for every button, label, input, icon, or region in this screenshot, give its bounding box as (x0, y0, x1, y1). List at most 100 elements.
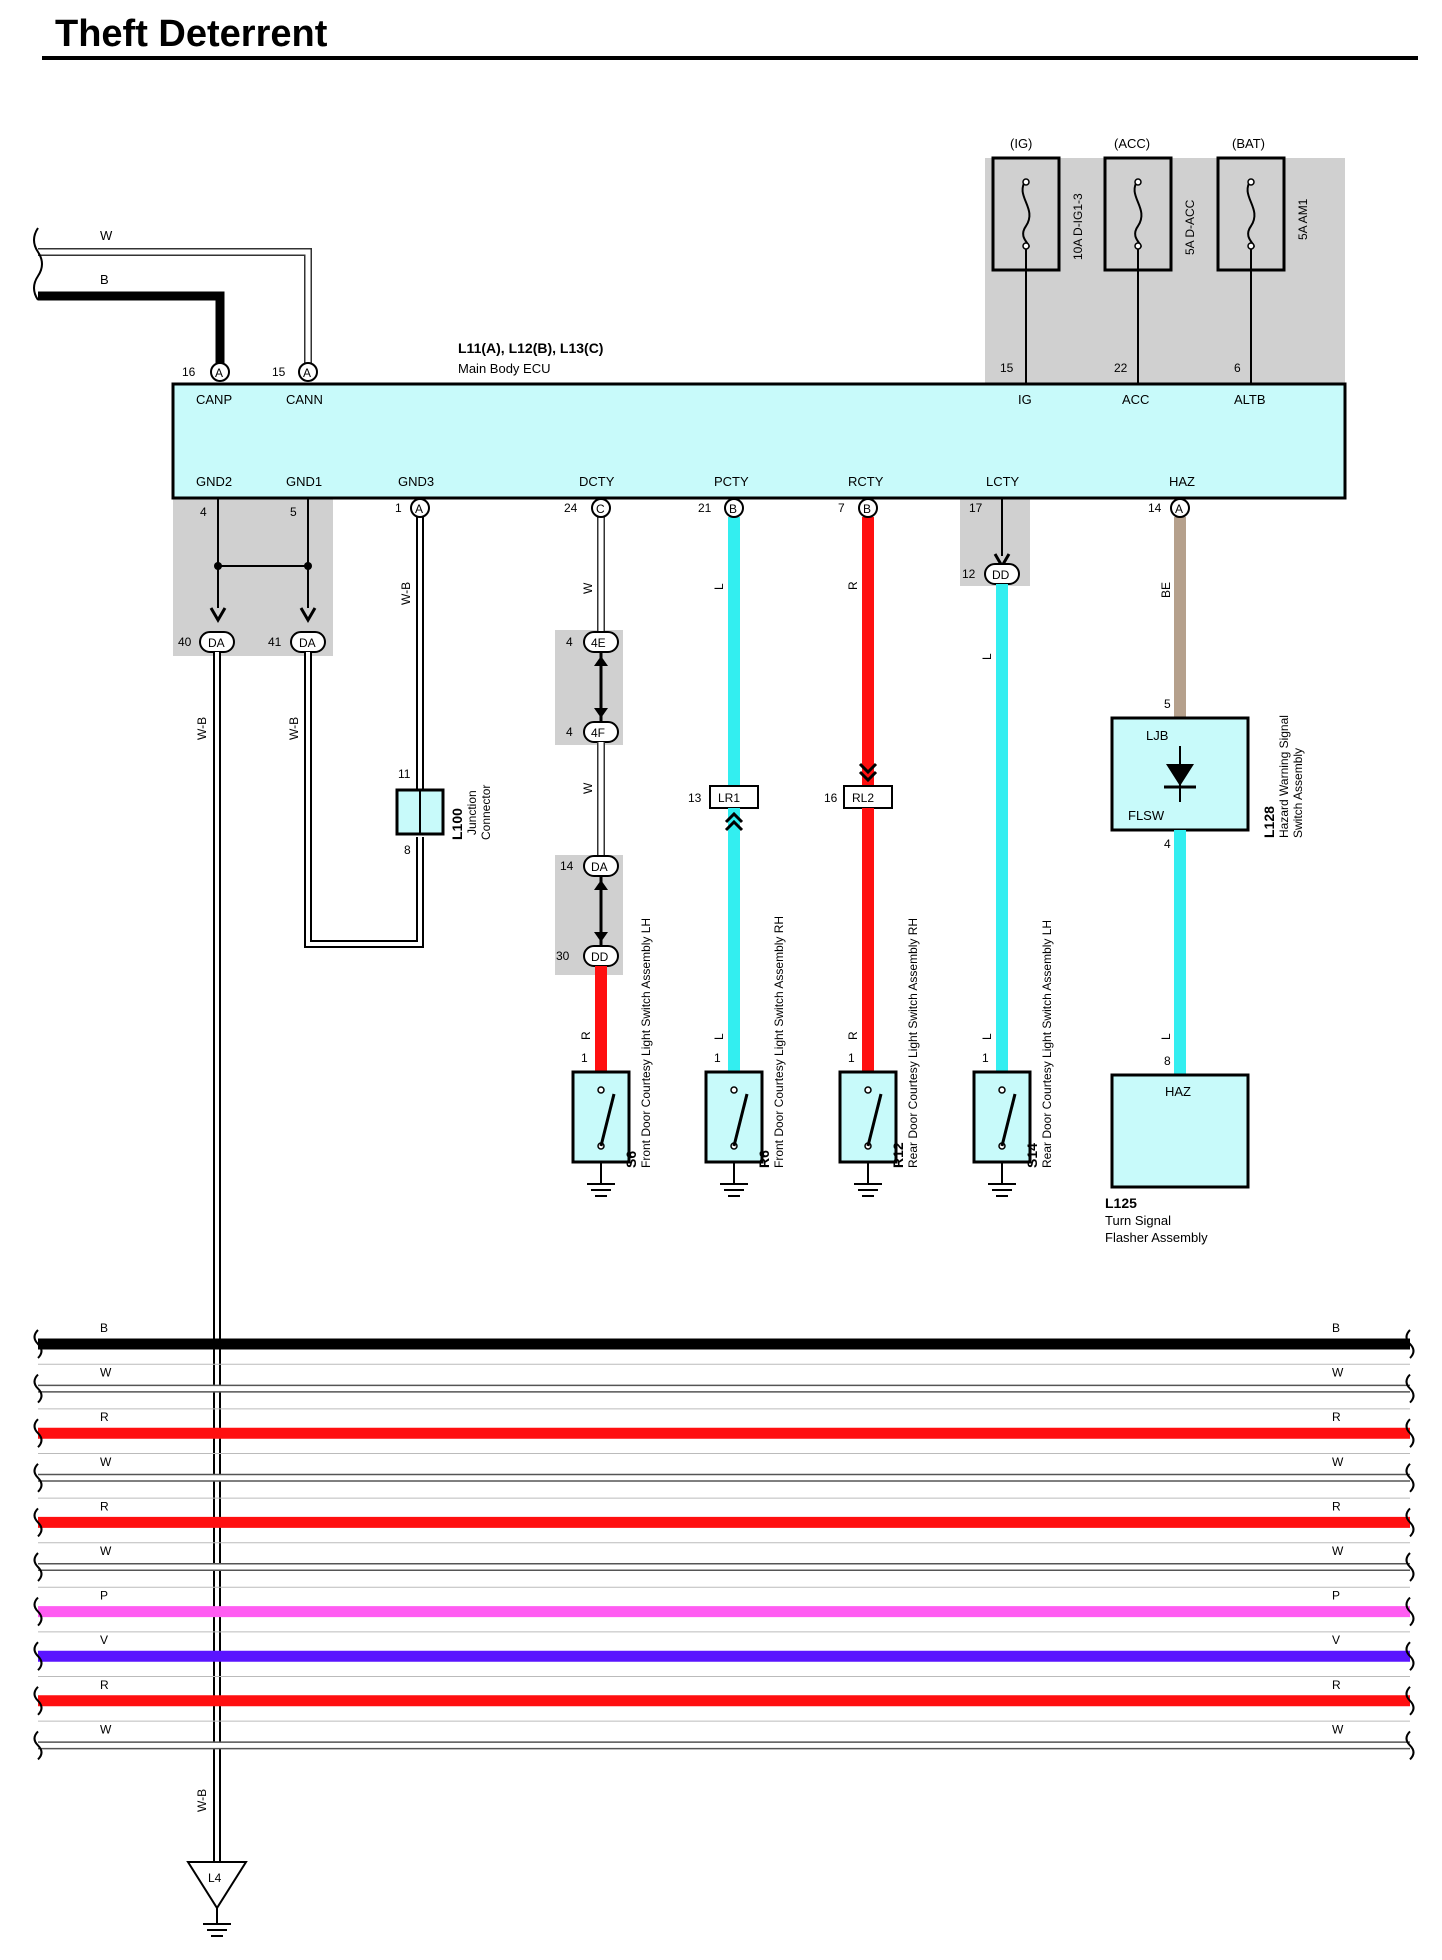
lcty-wire-label-2: L (980, 1033, 994, 1040)
haz-pin: 14 (1148, 501, 1162, 515)
ecu-id: L11(A), L12(B), L13(C) (458, 340, 603, 356)
bus-wire-label-left: V (100, 1633, 108, 1647)
bus-break-mark (1405, 1596, 1415, 1627)
lcty-wire: 17 12 DD L L (962, 498, 1020, 1072)
gnd1-pin: 5 (290, 505, 297, 519)
bus-break-mark (1405, 1730, 1415, 1761)
bus-break-mark (1405, 1552, 1415, 1582)
pin-label-lcty: LCTY (986, 474, 1020, 489)
canp-connector: 16 A (182, 362, 230, 382)
haz-wire: 14 A BE 5 LJB FLSW L128 Hazard Warning S… (1105, 498, 1305, 1245)
bus-break-mark (33, 1730, 43, 1761)
fuse-source-ig: (IG) (1010, 136, 1032, 151)
s6-id: S6 (623, 1151, 639, 1168)
hazard-id: L128 (1261, 806, 1277, 838)
pin-label-haz: HAZ (1169, 474, 1195, 489)
f-conn: 4F (591, 726, 605, 740)
pin-label-ig: IG (1018, 392, 1032, 407)
wb-wire-label-left: W-B (195, 717, 209, 740)
wire-label-b: B (100, 272, 109, 287)
bus-break-mark (1405, 1641, 1415, 1671)
dcty-wire-label-1: W (581, 582, 595, 594)
dcty-pin: 24 (564, 501, 578, 515)
fuse-name-bat: 5A AM1 (1296, 198, 1310, 240)
pin-label-altb: ALTB (1234, 392, 1266, 407)
bus-wire-label-left: B (100, 1321, 108, 1335)
pcty-wire-label-1: L (712, 583, 726, 590)
rcty-conn: B (863, 502, 871, 516)
altb-pin: 6 (1234, 361, 1241, 375)
cann-connector: 15 A (272, 362, 318, 382)
ground-point-label: L4 (208, 1871, 222, 1885)
pin-label-dcty: DCTY (579, 474, 615, 489)
gnd3-wire-label: W-B (399, 582, 413, 605)
pcty-conn: B (729, 502, 737, 516)
hazard-switch-box (1110, 716, 1250, 832)
junction-connector-l100: 11 8 L100 Junction Connector (395, 767, 493, 857)
pin-label-cann: CANN (286, 392, 323, 407)
pin-label-gnd1: GND1 (286, 474, 322, 489)
pin-label-canp: CANP (196, 392, 232, 407)
fuse-bat: (BAT) 5A AM1 6 (1216, 136, 1310, 384)
gnd3-conn: A (415, 502, 423, 516)
lcty-dd-pin: 12 (962, 567, 976, 581)
junction-name1: Junction (465, 790, 479, 835)
wb-wire-label-bottom: W-B (195, 1789, 209, 1812)
ground-shade (173, 498, 333, 656)
e-pin: 4 (566, 635, 573, 649)
junction-id: L100 (449, 808, 465, 840)
dcty-conn: C (596, 502, 605, 516)
switch-r12: 1 R12 Rear Door Courtesy Light Switch As… (838, 918, 920, 1197)
rcty-wire: 7 B R 16 RL2 R (824, 498, 893, 1072)
pcty-wire-label-2: L (712, 1033, 726, 1040)
s14-name: Rear Door Courtesy Light Switch Assembly… (1040, 920, 1054, 1168)
bus-wire-label-left: W (100, 1722, 112, 1736)
top-left-wires: W B (33, 227, 312, 370)
junction-pin-top: 11 (398, 767, 411, 781)
r6-id: R6 (756, 1150, 772, 1168)
lr-conn: LR1 (718, 791, 740, 805)
haz-conn: A (1175, 502, 1183, 516)
main-body-ecu: L11(A), L12(B), L13(C) Main Body ECU CAN… (171, 340, 1347, 500)
dcty-wire-label-3: R (579, 1031, 593, 1040)
bus-wire-label-left: R (100, 1499, 109, 1513)
bus-break-mark (33, 1418, 43, 1448)
fuse-source-acc: (ACC) (1114, 136, 1150, 151)
da41-conn: DA (299, 636, 316, 650)
pin-label-rcty: RCTY (848, 474, 884, 489)
rcty-wire-label-2: R (846, 1031, 860, 1040)
pcty-pin: 21 (698, 501, 712, 515)
bus-wire-label-right: R (1332, 1499, 1341, 1513)
hazard-name2: Switch Assembly (1291, 748, 1305, 838)
hazard-ljb: LJB (1146, 728, 1168, 743)
bus-wire-label-right: B (1332, 1321, 1340, 1335)
da-pin: 14 (560, 859, 574, 873)
pin-label-gnd3: GND3 (398, 474, 434, 489)
s6-name: Front Door Courtesy Light Switch Assembl… (639, 918, 653, 1168)
flasher-id: L125 (1105, 1195, 1137, 1211)
ground-branch: 4 5 40 DA 41 DA W-B W-B (178, 498, 424, 1880)
pin-label-gnd2: GND2 (196, 474, 232, 489)
bus-break-mark (1405, 1463, 1415, 1493)
flasher-label: HAZ (1165, 1084, 1191, 1099)
pin-label-acc: ACC (1122, 392, 1149, 407)
r12-name: Rear Door Courtesy Light Switch Assembly… (906, 918, 920, 1168)
bus-wire-label-left: W (100, 1366, 112, 1380)
fuse-source-bat: (BAT) (1232, 136, 1265, 151)
fuse-ig: (IG) 10A D-IG1-3 15 (991, 136, 1085, 384)
da-conn: DA (591, 860, 608, 874)
bus-wire-label-left: R (100, 1678, 109, 1692)
lr-pin: 13 (688, 791, 702, 805)
rcty-pin: 7 (838, 501, 845, 515)
e-conn: 4E (591, 636, 606, 650)
bus-break-mark (1405, 1329, 1415, 1359)
bus-wire-label-right: V (1332, 1633, 1340, 1647)
haz-wire-label-2: L (1159, 1033, 1173, 1040)
bus-wire-label-left: W (100, 1455, 112, 1469)
bus-wire-label-right: W (1332, 1722, 1344, 1736)
bus-break-mark (33, 1507, 43, 1538)
bus-wire-label-right: W (1332, 1455, 1344, 1469)
bus-wire-label-left: R (100, 1410, 109, 1424)
rl-conn: RL2 (852, 791, 874, 805)
